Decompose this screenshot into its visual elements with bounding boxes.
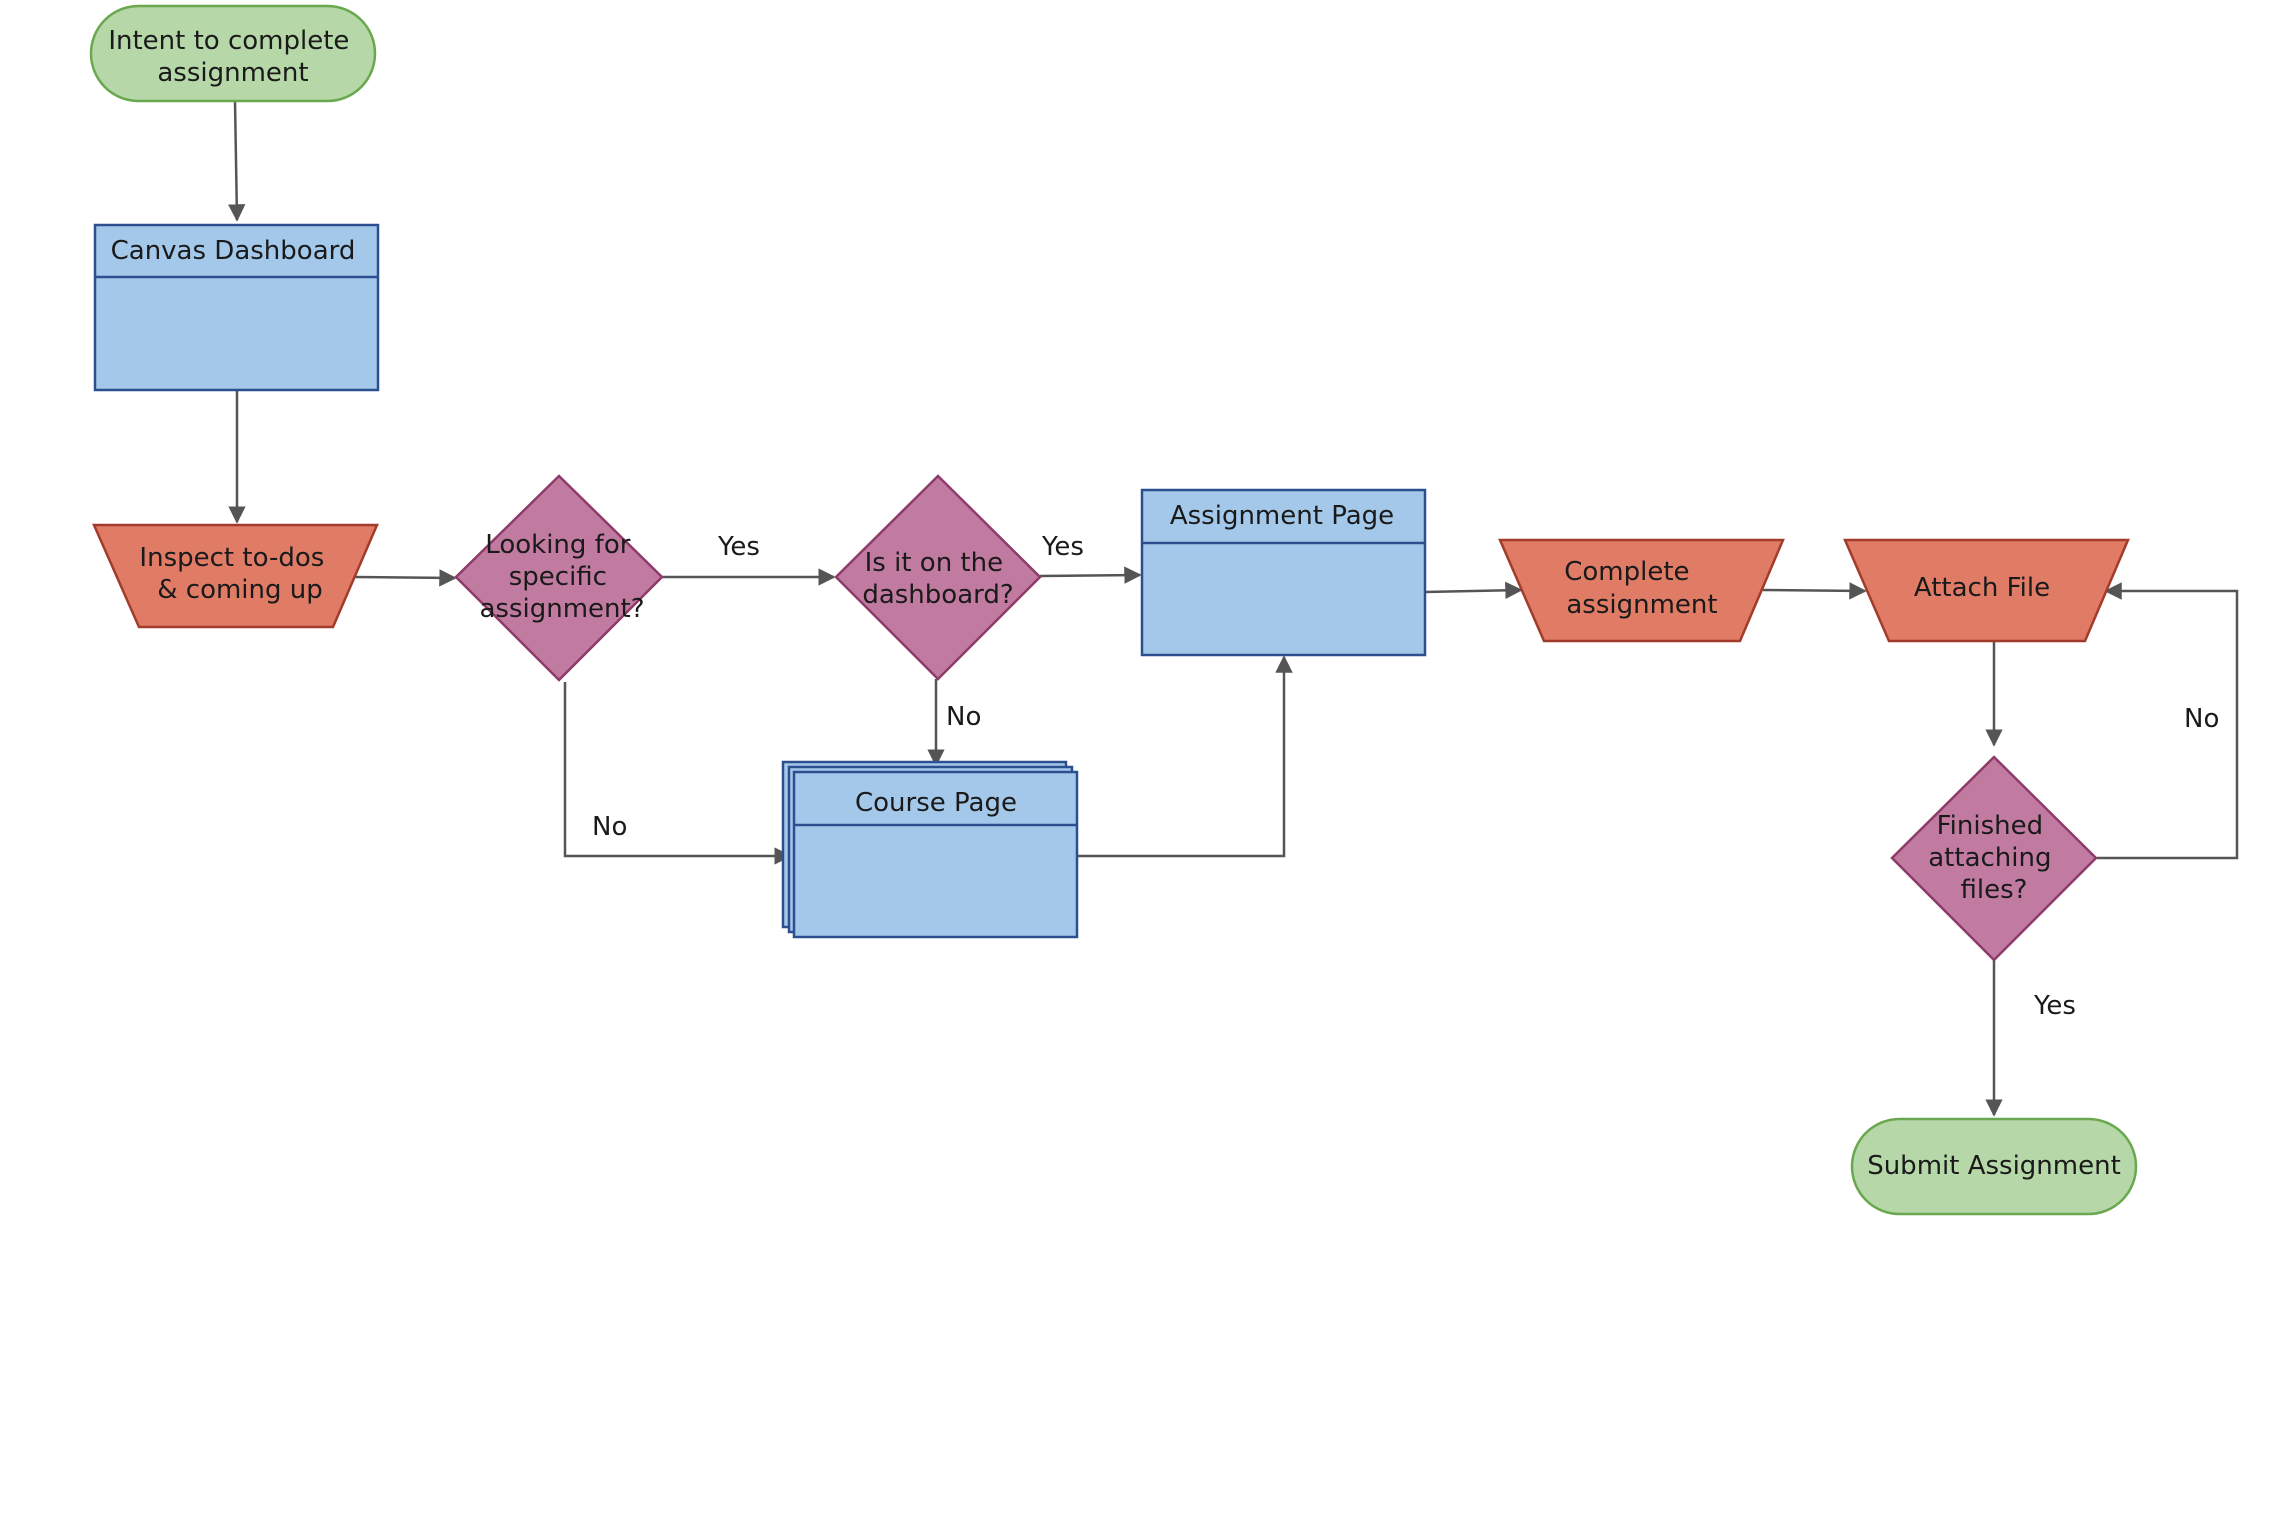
- edge-course-page-to-assignment-page: [1077, 655, 1293, 858]
- finished-line1: Finished: [1937, 811, 2044, 841]
- node-on-dashboard: Is it on the dashboard?: [834, 474, 1042, 681]
- attach-file-label: Attach File: [1914, 573, 2050, 603]
- course-page-title: Course Page: [855, 788, 1017, 818]
- course-page-front-sheet: [792, 770, 1079, 939]
- edge-assignment-page-to-complete: [1424, 581, 1523, 600]
- start-label: Intent to complete assignment: [108, 26, 357, 88]
- edge-dashboard-question-yes-to-assignment-page: [1039, 566, 1142, 584]
- submit-label: Submit Assignment: [1867, 1151, 2121, 1181]
- start-terminal-shape: [89, 4, 377, 103]
- assignment-page-body: [1140, 488, 1427, 657]
- complete-assignment-label: Complete assignment: [1564, 557, 1717, 620]
- edges: [227, 100, 2239, 1117]
- dashboard-decision-label: Is it on the dashboard?: [862, 548, 1013, 610]
- start-label-line1: Intent to complete: [108, 26, 349, 56]
- edge-label-dashboard-no: No: [946, 702, 981, 732]
- start-label-line2: assignment: [157, 58, 308, 88]
- dashboard-line2: dashboard?: [862, 580, 1013, 610]
- node-finished-attaching: Finished attaching files?: [1890, 755, 2098, 962]
- canvas-dashboard-title: Canvas Dashboard: [111, 236, 356, 266]
- assignment-page-title: Assignment Page: [1170, 501, 1394, 531]
- node-inspect-todos: Inspect to-dos & coming up: [92, 523, 379, 629]
- node-complete-assignment: Complete assignment: [1498, 538, 1785, 643]
- inspect-todos-line2: & coming up: [157, 575, 323, 605]
- inspect-todos-shape: [92, 523, 379, 629]
- inspect-todos-line1: Inspect to-dos: [139, 543, 324, 573]
- inspect-todos-label: Inspect to-dos & coming up: [139, 543, 332, 605]
- edge-start-to-dashboard: [227, 100, 246, 222]
- edge-label-looking-yes: Yes: [717, 532, 760, 562]
- edge-complete-to-attach: [1762, 582, 1867, 600]
- node-looking-for-assignment: Looking for specific assignment?: [454, 474, 664, 682]
- edge-label-looking-no: No: [592, 812, 627, 842]
- edge-looking-no-to-course-page: [563, 682, 792, 865]
- edge-inspect-to-looking: [354, 569, 457, 587]
- looking-line1: Looking for: [485, 530, 630, 560]
- node-submit: Submit Assignment: [1850, 1117, 2138, 1216]
- complete-line2: assignment: [1566, 590, 1717, 620]
- edge-label-dashboard-yes: Yes: [1041, 532, 1084, 562]
- finished-line3: files?: [1961, 875, 2028, 905]
- canvas-dashboard-body: [93, 223, 380, 392]
- dashboard-line1: Is it on the: [865, 548, 1003, 578]
- looking-decision-label: Looking for specific assignment?: [479, 530, 644, 624]
- finished-decision-shape: [1890, 755, 2098, 962]
- edge-finished-no-to-attach: [2097, 582, 2239, 860]
- looking-line2: specific: [509, 562, 607, 592]
- finished-line2: attaching: [1928, 843, 2051, 873]
- node-attach-file: Attach File: [1843, 538, 2130, 643]
- attach-file-shape: [1843, 538, 2130, 643]
- node-canvas-dashboard: Canvas Dashboard: [93, 223, 380, 392]
- node-assignment-page: Assignment Page: [1140, 488, 1427, 657]
- looking-line3: assignment?: [479, 594, 644, 624]
- node-start: Intent to complete assignment: [89, 4, 377, 103]
- complete-line1: Complete: [1564, 557, 1689, 587]
- edge-label-finished-yes: Yes: [2033, 991, 2076, 1021]
- finished-decision-label: Finished attaching files?: [1928, 811, 2060, 905]
- looking-decision-shape: [454, 474, 664, 682]
- dashboard-decision-shape: [834, 474, 1042, 681]
- edge-label-finished-no: No: [2184, 704, 2219, 734]
- complete-assignment-shape: [1498, 538, 1785, 643]
- node-course-page: Course Page: [781, 760, 1079, 939]
- edge-labels: Yes No Yes No No Yes: [592, 532, 2219, 1021]
- submit-terminal-shape: [1850, 1117, 2138, 1216]
